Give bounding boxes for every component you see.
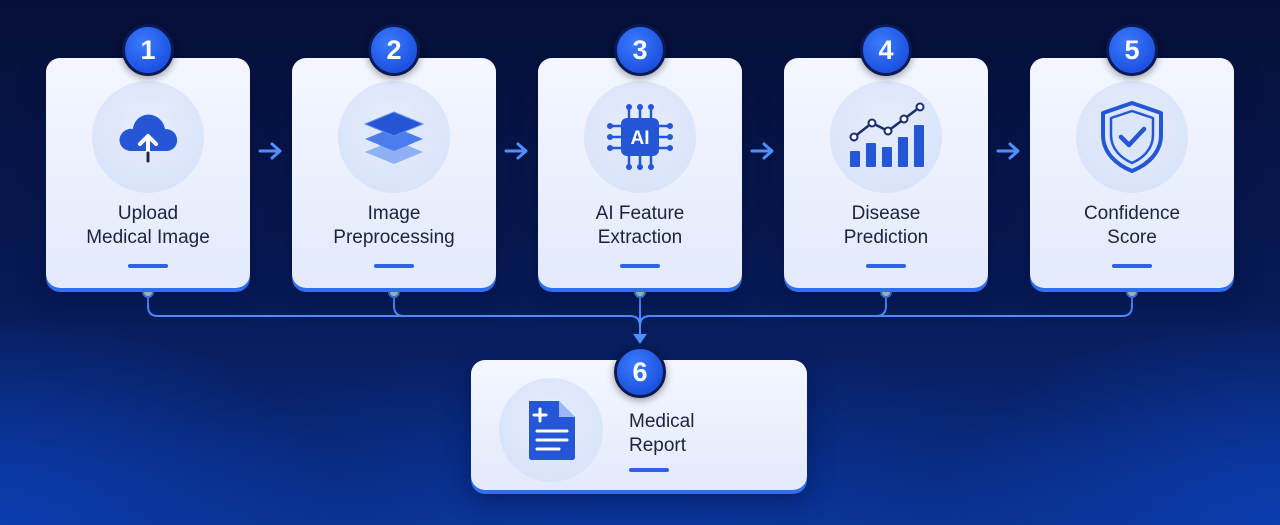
step-number-badge: 1	[122, 24, 174, 76]
shield-check-icon	[1101, 101, 1163, 173]
step-number-badge: 3	[614, 24, 666, 76]
accent-bar	[374, 264, 414, 268]
layers-icon	[363, 111, 425, 164]
ai-chip-icon: AI	[607, 104, 673, 170]
arrow-right-icon	[996, 142, 1020, 160]
step-number-badge: 4	[860, 24, 912, 76]
accent-bar	[629, 468, 669, 472]
cloud-upload-icon	[119, 114, 178, 163]
connector-dot-2	[388, 286, 400, 298]
chart-trend-icon	[849, 102, 925, 167]
accent-bar	[1112, 264, 1152, 268]
svg-text:AI: AI	[631, 128, 650, 149]
step-number-badge: 5	[1106, 24, 1158, 76]
arrow-right-icon	[504, 142, 528, 160]
arrow-right-icon	[258, 142, 282, 160]
arrow-right-icon	[750, 142, 774, 160]
document-icon	[529, 401, 575, 460]
connector-dot-5	[1126, 286, 1138, 298]
step-number-badge: 2	[368, 24, 420, 76]
connector-dot-3	[634, 286, 646, 298]
accent-bar	[866, 264, 906, 268]
connector-dot-1	[142, 286, 154, 298]
output-number-badge: 6	[614, 346, 666, 398]
connector-dot-4	[880, 286, 892, 298]
accent-bar	[128, 264, 168, 268]
accent-bar	[620, 264, 660, 268]
